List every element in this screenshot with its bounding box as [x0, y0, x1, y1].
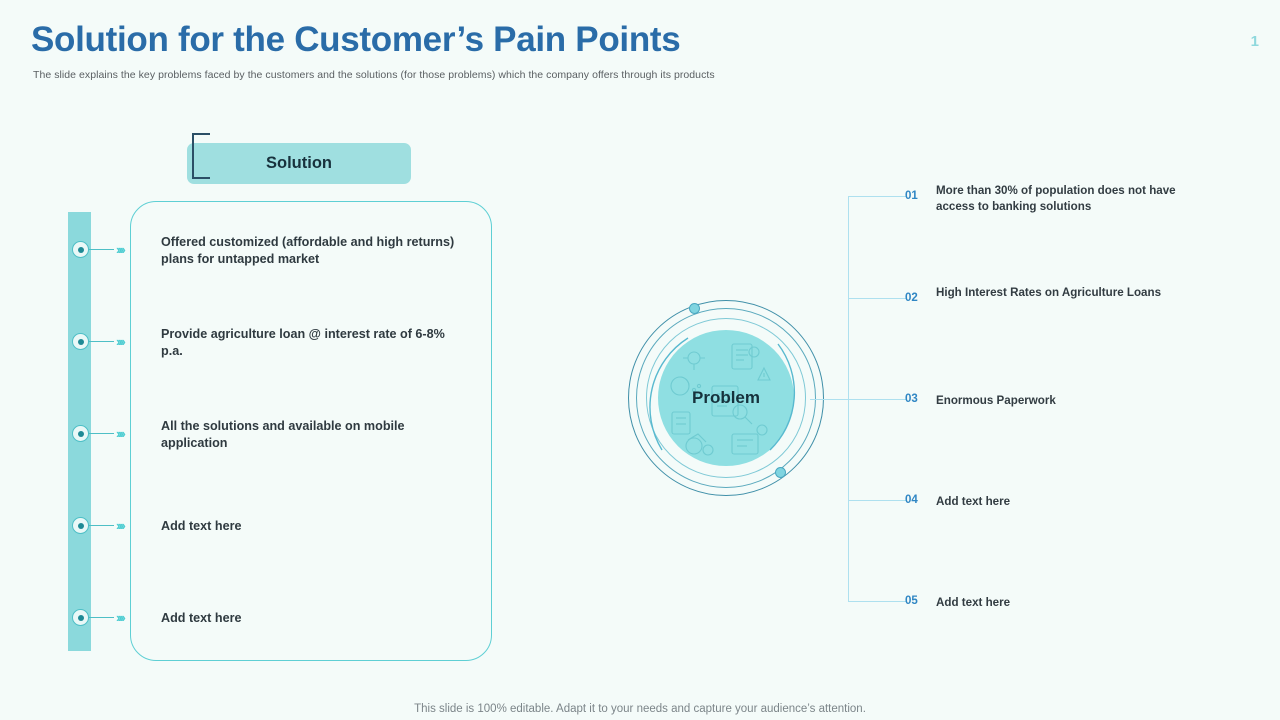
connector-line [88, 525, 114, 526]
chevron-arrows-icon: ›››› [116, 518, 126, 533]
chevron-arrows-icon: ›››› [116, 610, 126, 625]
bullet-marker-icon [72, 517, 89, 534]
branch-line [848, 298, 906, 299]
chevron-arrows-icon: ›››› [116, 242, 126, 257]
branch-line [848, 601, 906, 602]
solution-header-chip[interactable]: Solution [187, 143, 411, 184]
solution-item-text: All the solutions and available on mobil… [161, 419, 405, 451]
problem-item-text: More than 30% of population does not hav… [936, 184, 1176, 213]
decorative-arcs-icon [649, 337, 796, 451]
bullet-marker-icon [72, 333, 89, 350]
page-title: Solution for the Customer’s Pain Points [31, 20, 681, 59]
ring-dot-bottom-icon [775, 467, 786, 478]
solution-item-text: Add text here [161, 519, 242, 533]
bullet-marker-icon [72, 425, 89, 442]
connector-line [88, 433, 114, 434]
branch-line [848, 500, 906, 501]
problem-item-number: 03 [905, 393, 918, 405]
solution-item-text: Provide agriculture loan @ interest rate… [161, 327, 445, 359]
problem-item-text: Add text here [936, 596, 1011, 609]
problem-item-text: Enormous Paperwork [936, 394, 1056, 407]
bracket-decoration-icon [192, 133, 210, 179]
connector-line [88, 617, 114, 618]
problem-label: Problem [691, 388, 761, 407]
connector-line [88, 341, 114, 342]
problem-item-number: 02 [905, 292, 918, 304]
footer-note: This slide is 100% editable. Adapt it to… [414, 703, 866, 715]
problem-item-text: High Interest Rates on Agriculture Loans [936, 286, 1162, 299]
problem-item-text: Add text here [936, 495, 1011, 508]
solution-item-text: Add text here [161, 611, 242, 625]
ring-dot-top-icon [689, 303, 700, 314]
page-number: 1 [1250, 33, 1259, 50]
chevron-arrows-icon: ›››› [116, 426, 126, 441]
circle-to-spine-connector [810, 399, 848, 400]
problem-item-number: 04 [905, 494, 918, 506]
inner-ring-icon [646, 318, 806, 478]
connector-line [88, 249, 114, 250]
solution-panel [130, 201, 492, 661]
problem-item-number: 05 [905, 595, 918, 607]
branch-line [848, 196, 906, 197]
problem-circle-graphic[interactable]: Problem [628, 300, 824, 496]
bullet-marker-icon [72, 241, 89, 258]
background-icons-pattern [670, 343, 771, 456]
page-subtitle: The slide explains the key problems face… [33, 69, 715, 81]
branch-line [848, 399, 906, 400]
chevron-arrows-icon: ›››› [116, 334, 126, 349]
problem-item-number: 01 [905, 190, 918, 202]
problem-core-circle: Problem [658, 330, 794, 466]
bullet-marker-icon [72, 609, 89, 626]
solution-item-text: Offered customized (affordable and high … [161, 235, 455, 267]
solution-chip-label: Solution [266, 154, 332, 172]
outer-ring-icon [628, 300, 824, 496]
mid-ring-icon [636, 308, 816, 488]
